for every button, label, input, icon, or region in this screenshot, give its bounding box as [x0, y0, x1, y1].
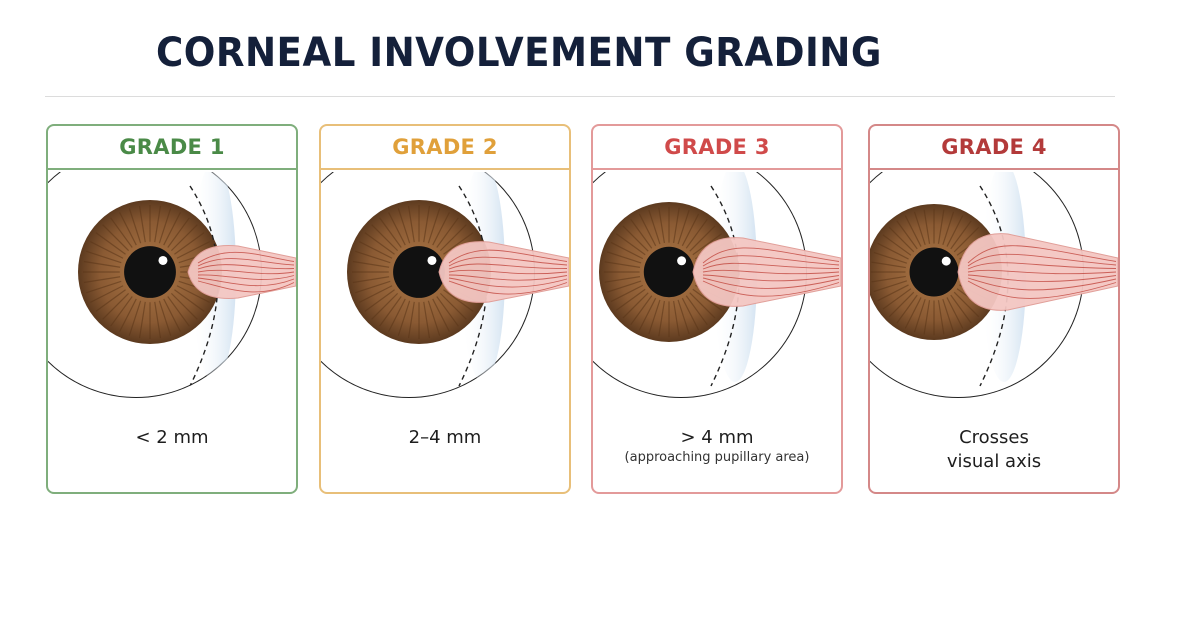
grade-label: GRADE 3 — [593, 126, 841, 170]
grade-description-line2: visual axis — [946, 451, 1042, 472]
eye-pterygium-icon — [870, 172, 1118, 398]
grade-description: 2–4 mm — [408, 427, 482, 448]
grade-description: < 2 mm — [135, 427, 209, 448]
grade-label: GRADE 2 — [321, 126, 569, 170]
title-divider — [45, 96, 1115, 97]
grade-label: GRADE 4 — [870, 126, 1118, 170]
grade-card-1: GRADE 1 < 2 mm — [46, 124, 298, 494]
eye-pterygium-icon — [321, 172, 569, 398]
grade-card-3: GRADE 3 > 4 mm (approaching pupillary area… — [591, 124, 843, 494]
grade-description: Crosses — [959, 427, 1029, 448]
eye-pterygium-icon — [48, 172, 296, 398]
grade-card-4: GRADE 4 Crosses visual axis — [868, 124, 1120, 494]
grade-card-2: GRADE 2 2–4 mm — [319, 124, 571, 494]
grade-description: > 4 mm — [680, 427, 754, 448]
page-title: CORNEAL INVOLVEMENT GRADING — [156, 30, 882, 76]
grade-label: GRADE 1 — [48, 126, 296, 170]
eye-pterygium-icon — [593, 172, 841, 398]
grade-note: (approaching pupillary area) — [624, 450, 810, 465]
